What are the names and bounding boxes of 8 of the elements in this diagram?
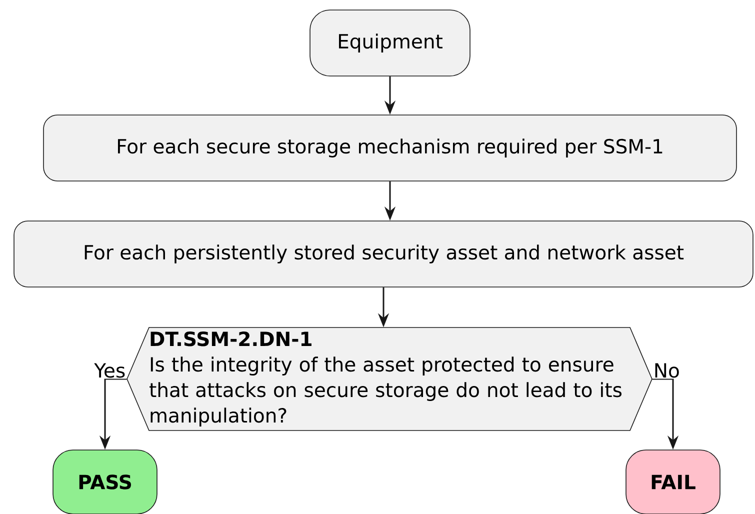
process-box: For each secure storage mechanism required per SSM-1 [43,114,737,182]
edge-label: Yes [93,362,127,379]
edge-label: No [652,362,681,379]
process-box: For each persistently stored security asset and network asset [14,220,754,288]
terminal-box: FAIL [626,450,720,514]
process-box: Equipment [310,10,470,76]
decision-hexagon: DT.SSM-2.DN-1 Is the integrity of the asset protected to ensure that attacks on secure storage do not lead to its manipulation? [126,327,652,431]
terminal-box: PASS [52,450,158,514]
